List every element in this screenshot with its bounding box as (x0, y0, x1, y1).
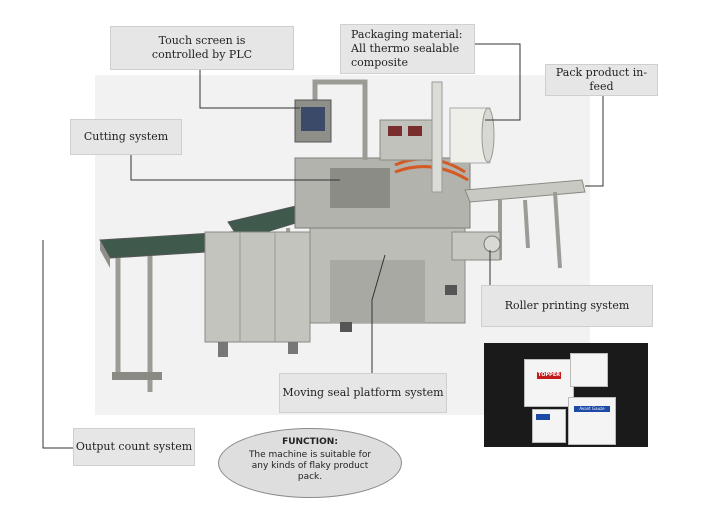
function-oval: FUNCTION: The machine is suitable for an… (218, 428, 402, 498)
function-title: FUNCTION: (282, 437, 338, 447)
pack-small-bottom-label (536, 414, 550, 420)
callout-pack-infeed: Pack product in-feed (545, 64, 658, 96)
callout-output-count: Output count system (73, 428, 195, 466)
callout-touch-screen: Touch screen is controlled by PLC (110, 26, 294, 70)
function-text: The machine is suitable for any kinds of… (248, 450, 372, 482)
leader-cutting-system (130, 155, 340, 181)
callout-roller-printing: Roller printing system (481, 285, 653, 327)
leader-packaging-material (475, 43, 521, 121)
pack-gauze: Avant Gauze (568, 397, 616, 445)
callout-packaging-material: Packaging material: All thermo sealable … (340, 24, 475, 74)
leader-moving-seal (371, 254, 386, 375)
leader-pack-infeed (585, 96, 604, 187)
callout-cutting-system: Cutting system (70, 119, 182, 155)
pack-topper-label: TOPPER (537, 372, 561, 379)
main-cabinet (204, 217, 466, 357)
leader-touch-screen (199, 70, 300, 109)
pack-small-top (570, 353, 608, 387)
touch-screen-arm (294, 79, 368, 160)
pack-topper: TOPPER (524, 359, 574, 407)
callout-moving-seal: Moving seal platform system (279, 373, 447, 413)
leader-output-count (42, 240, 73, 449)
product-pack-inset: TOPPER Avant Gauze (484, 343, 648, 447)
pack-gauze-label: Avant Gauze (574, 406, 610, 412)
film-roll (431, 81, 495, 193)
roller-printer (451, 231, 501, 261)
leader-lines (42, 43, 604, 449)
pack-small-bottom (532, 409, 566, 443)
